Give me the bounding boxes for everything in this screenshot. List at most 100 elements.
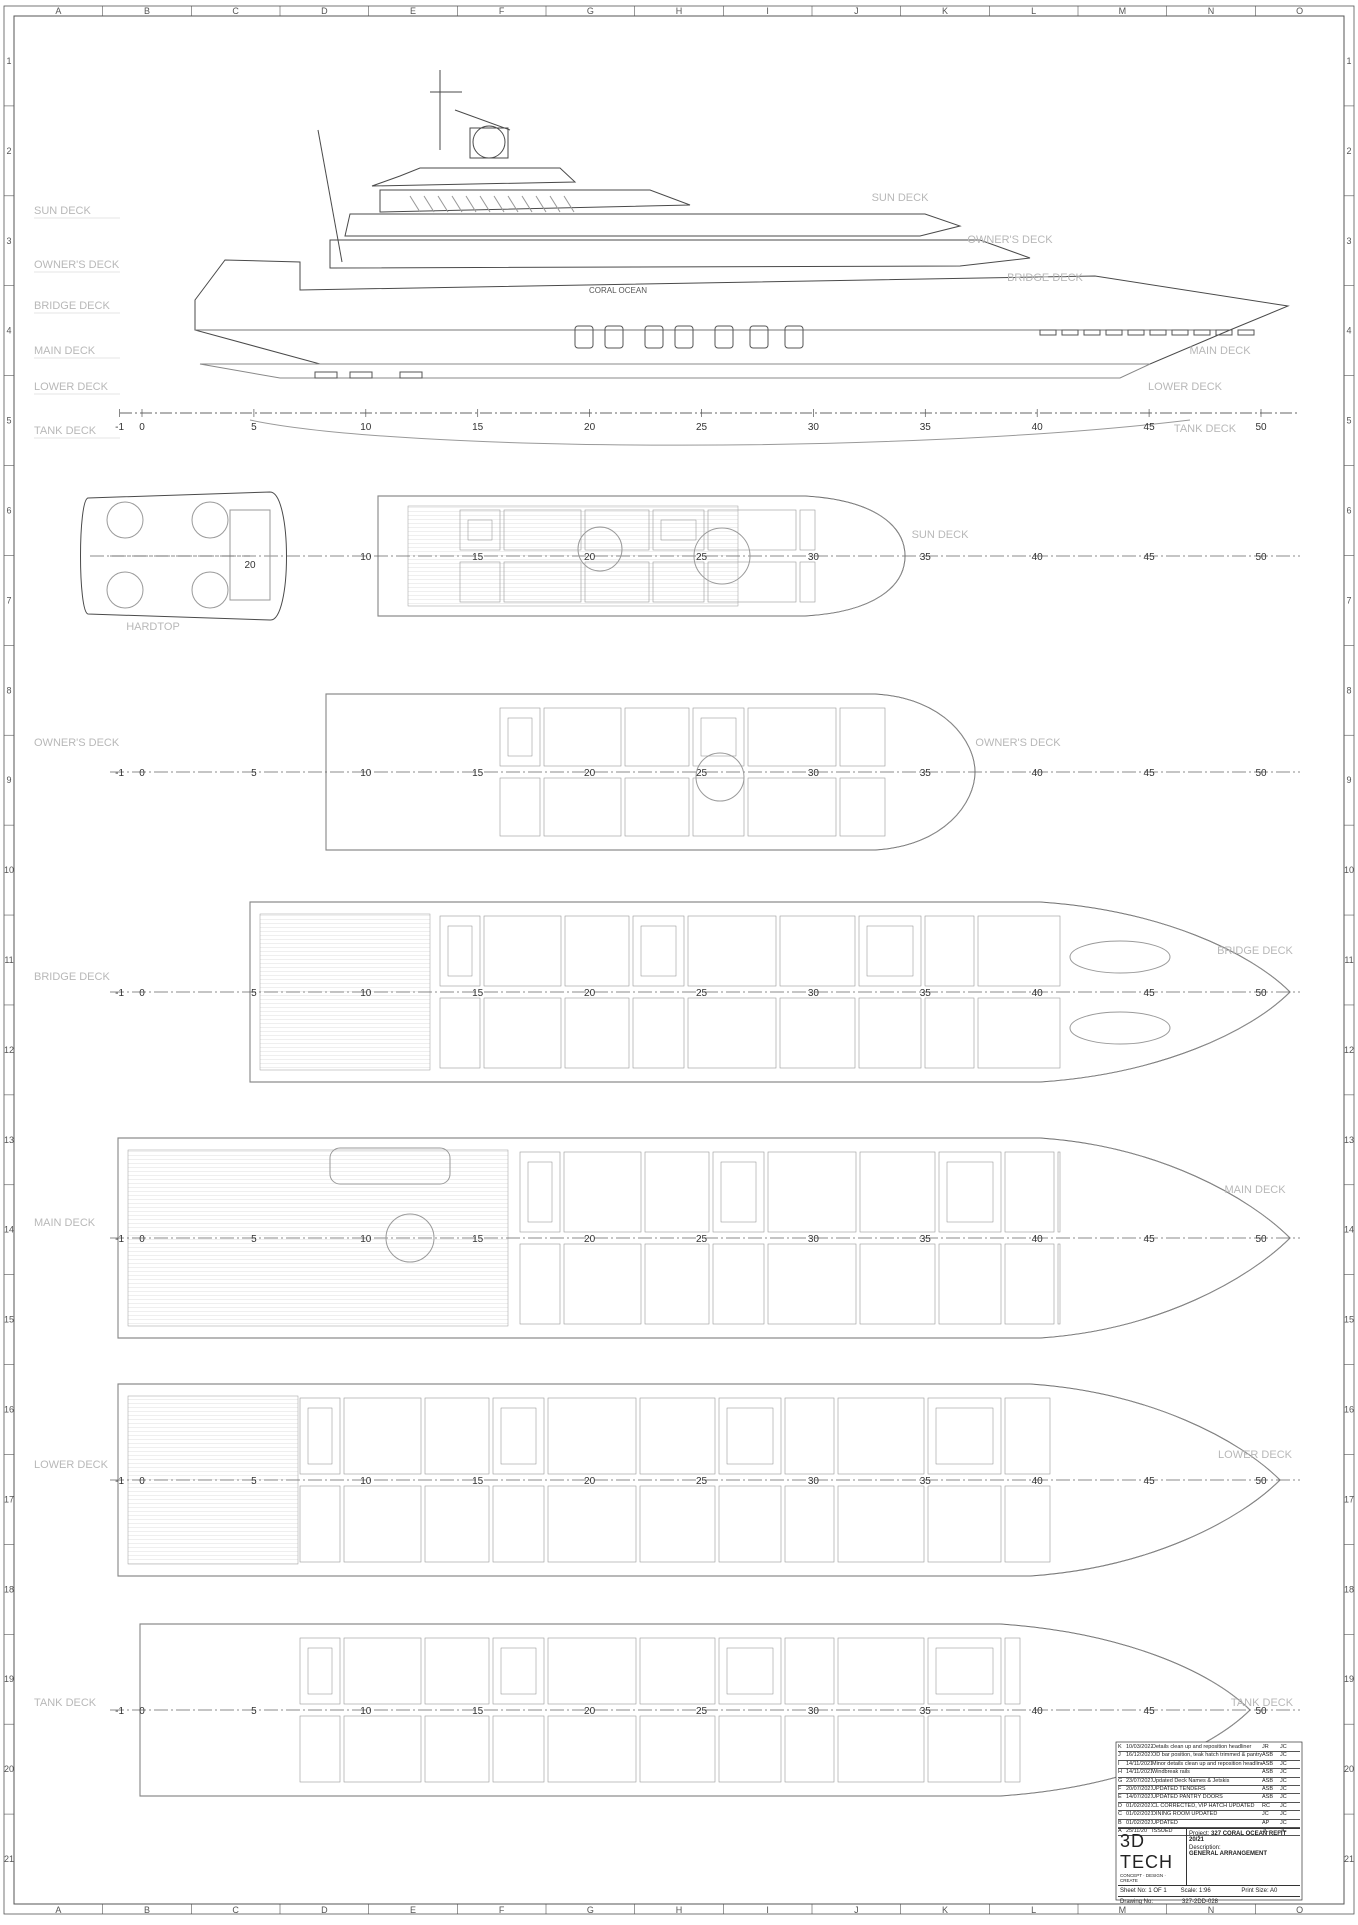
grid-row-label: 2 — [6, 146, 11, 156]
grid-col-label: N — [1208, 6, 1215, 16]
plan-deck-label-left: LOWER DECK — [34, 1459, 109, 1471]
scale-value: 1:96 — [1199, 1888, 1211, 1894]
frame-number: 0 — [139, 988, 145, 999]
frame-number: 0 — [139, 1234, 145, 1245]
revision-chk: JC — [1280, 1819, 1287, 1826]
revision-by: ASB — [1262, 1769, 1274, 1776]
revision-date: 20/07/2021 — [1126, 1786, 1152, 1793]
frame-number: 10 — [360, 422, 372, 433]
revision-by: JC — [1262, 1828, 1269, 1835]
grid-row-label: 6 — [6, 505, 11, 515]
grid-col-label: F — [499, 6, 505, 16]
grid-row-label: 14 — [4, 1225, 14, 1235]
frame-number: 20 — [244, 560, 256, 571]
profile-deck-label-left: TANK DECK — [34, 425, 97, 437]
grid-row-label: 9 — [6, 775, 11, 785]
frame-number: 20 — [584, 768, 596, 779]
revision-date: 01/02/2021 — [1126, 1819, 1152, 1826]
grid-col-label: M — [1119, 6, 1127, 16]
frame-number: 20 — [584, 1476, 596, 1487]
revision-date: 01/02/2021 — [1126, 1811, 1152, 1818]
project-label: Project: — [1189, 1831, 1210, 1837]
profile-deck-label-right: SUN DECK — [872, 192, 930, 204]
frame-number: 15 — [472, 422, 484, 433]
grid-row-label: 11 — [1344, 955, 1353, 965]
grid-row-label: 16 — [4, 1405, 14, 1415]
revision-desc: DINING ROOM UPDATED — [1152, 1811, 1218, 1818]
grid-col-label: G — [587, 6, 594, 16]
revision-desc: UPDATED TENDERS — [1152, 1786, 1206, 1793]
revision-date: 10/03/2022 — [1126, 1744, 1152, 1750]
frame-number: 40 — [1032, 988, 1044, 999]
frame-number: 35 — [920, 1706, 932, 1717]
revision-by: ASB — [1262, 1777, 1274, 1784]
frame-number: 10 — [360, 552, 372, 563]
revision-chk: JC — [1280, 1777, 1287, 1784]
logo-box: 3D TECH CONCEPT · DESIGN · CREATE — [1118, 1829, 1187, 1885]
frame-number: -1 — [115, 988, 124, 999]
profile-deck-label-right: TANK DECK — [1174, 423, 1237, 435]
grid-row-label: 12 — [4, 1045, 14, 1055]
grid-row-label: 19 — [1344, 1674, 1354, 1684]
revision-by: ASB — [1262, 1794, 1274, 1801]
grid-row-label: 4 — [6, 326, 11, 336]
grid-col-label: B — [144, 1905, 150, 1915]
grid-row-label: 1 — [6, 56, 11, 66]
company-tagline: CONCEPT · DESIGN · CREATE — [1120, 1873, 1166, 1883]
frame-number: 50 — [1255, 1476, 1267, 1487]
frame-number: -1 — [115, 1476, 124, 1487]
revision-date: 01/02/2021 — [1126, 1802, 1152, 1809]
revision-desc: Windbreak rails — [1152, 1769, 1190, 1776]
frame-number: 15 — [472, 768, 484, 779]
frame-number: 50 — [1255, 1706, 1267, 1717]
grid-row-label: 16 — [1344, 1405, 1354, 1415]
title-block-info: 3D TECH CONCEPT · DESIGN · CREATE Projec… — [1118, 1828, 1300, 1907]
scale-label: Scale: — [1180, 1888, 1198, 1894]
frame-number: 5 — [251, 988, 257, 999]
grid-col-label: I — [766, 6, 769, 16]
grid-row-label: 7 — [6, 595, 11, 605]
hull-name: CORAL OCEAN — [589, 286, 647, 295]
frame-number: 15 — [472, 552, 484, 563]
grid-row-label: 13 — [1344, 1135, 1354, 1145]
grid-row-label: 5 — [1346, 416, 1351, 426]
revision-chk: JC — [1280, 1802, 1287, 1809]
frame-number: 30 — [808, 768, 820, 779]
grid-row-label: 4 — [1346, 326, 1351, 336]
revision-date: 16/12/2021 — [1126, 1752, 1152, 1759]
grid-row-label: 10 — [1344, 865, 1354, 875]
frame-number: 30 — [808, 422, 820, 433]
frame-number: 35 — [920, 1476, 932, 1487]
plan-deck-label-right: TANK DECK — [1231, 1697, 1294, 1709]
project-value: 327 CORAL OCEAN REFIT 20/21 — [1189, 1831, 1287, 1843]
frame-number: 45 — [1144, 422, 1156, 433]
plan-deck-label-left: OWNER'S DECK — [34, 737, 120, 749]
frame-number: 15 — [472, 1706, 484, 1717]
grid-col-label: C — [232, 6, 239, 16]
grid-row-label: 14 — [1344, 1225, 1354, 1235]
frame-number: -1 — [115, 1234, 124, 1245]
grid-row-label: 20 — [4, 1764, 14, 1774]
frame-number: 40 — [1032, 1706, 1044, 1717]
plan-deck-label-right: MAIN DECK — [1224, 1184, 1286, 1196]
frame-number: 20 — [584, 422, 596, 433]
frame-number: 50 — [1255, 552, 1267, 563]
grid-col-label: D — [321, 6, 328, 16]
frame-number: 0 — [139, 768, 145, 779]
grid-col-label: K — [942, 6, 948, 16]
revision-date: 14/11/2021 — [1126, 1760, 1152, 1767]
frame-number: 15 — [472, 1234, 484, 1245]
grid-row-label: 7 — [1346, 595, 1351, 605]
sheet-label: Sheet No: — [1120, 1888, 1147, 1894]
frame-number: 15 — [472, 1476, 484, 1487]
revision-rev: B — [1118, 1819, 1122, 1826]
grid-row-label: 6 — [1346, 505, 1351, 515]
grid-col-label: K — [942, 1905, 948, 1915]
revision-chk: JC — [1280, 1811, 1287, 1818]
